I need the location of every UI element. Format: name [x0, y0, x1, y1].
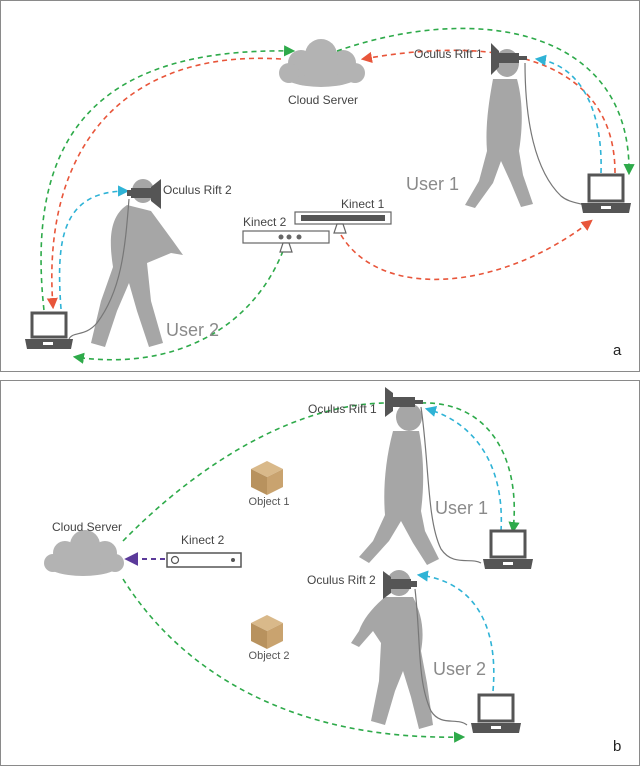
oculus-rift-2-icon-b: [383, 571, 417, 599]
panel-a-letter: a: [613, 342, 622, 359]
rift-1-label: Oculus Rift 1: [414, 47, 483, 61]
rift-1-cable-b: [420, 406, 482, 564]
user-1-silhouette: [465, 49, 533, 208]
arrow-blue-laptop1-to-rift1: [534, 54, 602, 174]
arrow-green-laptop2-to-cloud: [40, 45, 296, 320]
object-2-label: Object 2: [249, 650, 290, 662]
user-1-label: User 1: [406, 174, 459, 194]
object-2-box-icon: [251, 615, 283, 649]
cloud-server-label: Cloud Server: [288, 93, 358, 107]
user-2-silhouette-b: [351, 570, 433, 729]
user-1-label-b: User 1: [435, 498, 488, 518]
panel-b-diagram: Cloud Server Object 1 Object 2: [44, 387, 621, 755]
arrow-green-cloud-to-laptop1: [336, 27, 635, 176]
rift-2-cable-b: [414, 588, 468, 726]
arrow-green-rift1-to-laptop1: [420, 402, 520, 534]
arrow-red-laptop1-to-cloud: [360, 49, 616, 174]
user-2-label: User 2: [166, 320, 219, 340]
cloud-server-icon-b: [44, 530, 124, 576]
arrow-blue-laptop2-to-rift2: [58, 185, 130, 310]
panel-a: Cloud Server Oculus Rift 1 User 1: [0, 0, 640, 372]
oculus-rift-2-icon: [127, 179, 161, 209]
cloud-server-icon: [279, 39, 365, 87]
object-1-box-icon: [251, 461, 283, 495]
laptop-1-icon-b: [483, 529, 533, 569]
panel-b-letter: b: [613, 738, 621, 755]
arrow-blue-laptop1-to-rift1: [424, 405, 503, 532]
laptop-1-icon: [581, 173, 631, 213]
arrow-green-cloud-to-rift1: [122, 402, 394, 542]
kinect-2-icon: [242, 230, 330, 253]
arrow-green-kinect2-to-laptop2: [72, 250, 284, 364]
object-1-label: Object 1: [249, 496, 290, 508]
oculus-rift-1-icon-b: [385, 387, 423, 417]
oculus-rift-1-icon: [491, 43, 527, 75]
arrow-blue-laptop2-to-rift2: [416, 570, 495, 692]
arrow-green-cloud-to-laptop2: [122, 578, 466, 743]
kinect-2-label: Kinect 2: [243, 215, 287, 229]
kinect-2-icon-b: [166, 552, 242, 568]
panel-a-diagram: Cloud Server Oculus Rift 1 User 1: [25, 27, 635, 364]
laptop-2-icon-b: [471, 693, 521, 733]
rift-2-cable: [68, 198, 130, 340]
kinect-1-icon: [294, 211, 392, 234]
kinect-2-label-b: Kinect 2: [181, 533, 225, 547]
kinect-1-label: Kinect 1: [341, 197, 385, 211]
laptop-2-icon: [25, 311, 73, 349]
user-1-silhouette-b: [359, 403, 439, 565]
rift-2-label-b: Oculus Rift 2: [307, 573, 376, 587]
arrow-red-kinect1-to-laptop1: [340, 219, 593, 281]
user-2-label-b: User 2: [433, 659, 486, 679]
panel-b: Cloud Server Object 1 Object 2: [0, 380, 640, 766]
rift-1-label-b: Oculus Rift 1: [308, 402, 377, 416]
rift-1-cable: [524, 62, 592, 212]
cloud-server-label-b: Cloud Server: [52, 520, 122, 534]
rift-2-label: Oculus Rift 2: [163, 183, 232, 197]
